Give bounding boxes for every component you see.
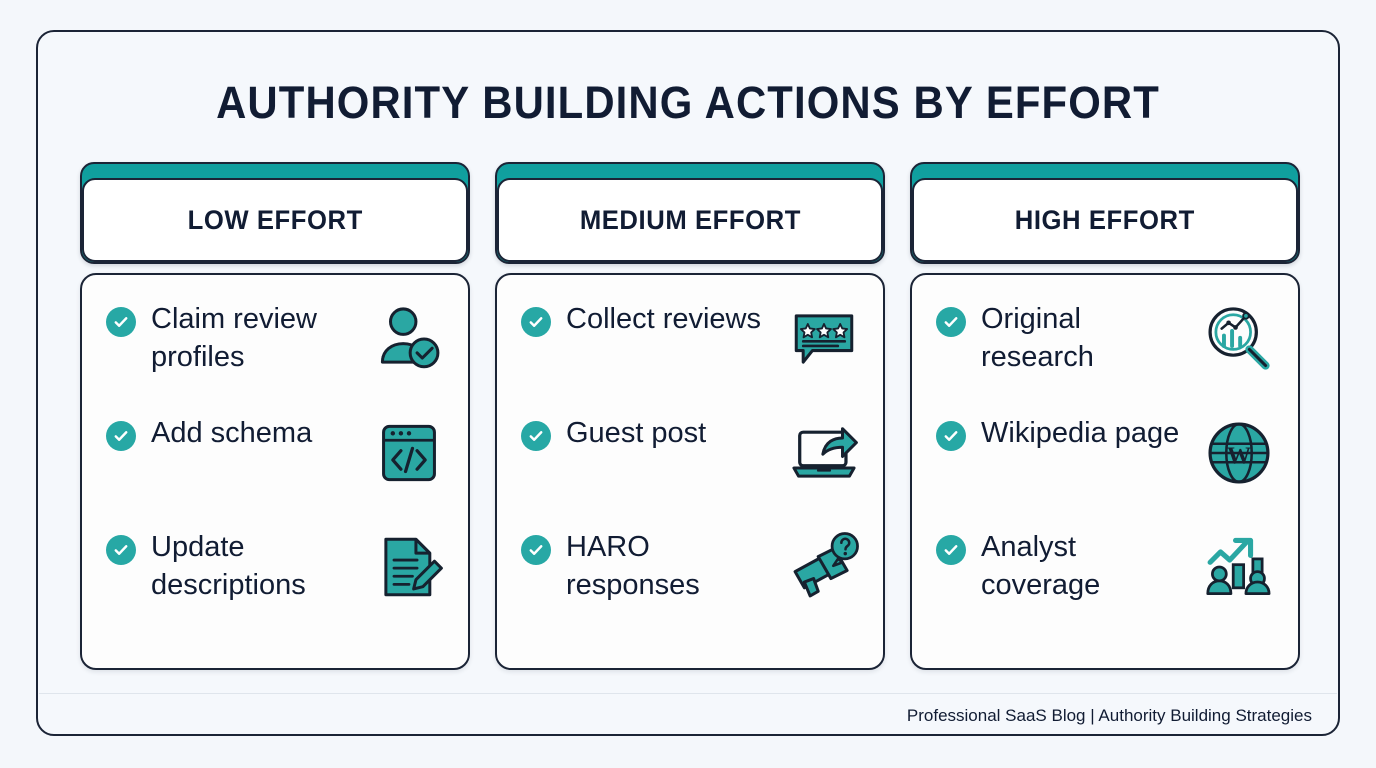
infographic-frame: AUTHORITY BUILDING ACTIONS BY EFFORT LOW… <box>36 30 1340 736</box>
footer-divider <box>39 693 1337 694</box>
svg-text:W: W <box>1227 442 1251 469</box>
column-body-high-effort: Original research <box>910 273 1300 670</box>
column-low-effort: LOW EFFORT Claim review profiles <box>80 162 470 670</box>
document-edit-icon <box>370 529 448 605</box>
list-item[interactable]: HARO responses <box>521 529 863 615</box>
list-item-label: Original research <box>981 303 1094 373</box>
list-item-label: HARO responses <box>566 531 700 601</box>
list-item[interactable]: Guest post <box>521 415 863 501</box>
check-circle-icon <box>521 535 551 565</box>
check-circle-icon <box>521 307 551 337</box>
list-item-label: Wikipedia page <box>981 417 1180 449</box>
review-stars-bubble-icon <box>785 301 863 377</box>
globe-wikipedia-icon: W <box>1200 415 1278 491</box>
magnifier-chart-icon <box>1200 301 1278 377</box>
check-circle-icon <box>936 535 966 565</box>
list-item-label: Guest post <box>566 417 707 449</box>
list-item[interactable]: Claim review profiles <box>106 301 448 387</box>
check-circle-icon <box>106 421 136 451</box>
column-header-high-effort: HIGH EFFORT <box>910 162 1300 264</box>
column-header-low-effort: LOW EFFORT <box>80 162 470 264</box>
column-header-label: MEDIUM EFFORT <box>579 204 801 235</box>
list-item[interactable]: Analyst coverage <box>936 529 1278 615</box>
column-body-medium-effort: Collect reviews <box>495 273 885 670</box>
list-item[interactable]: Add schema <box>106 415 448 501</box>
check-circle-icon <box>106 535 136 565</box>
column-header-plate: HIGH EFFORT <box>912 178 1298 262</box>
effort-columns: LOW EFFORT Claim review profiles <box>80 162 1300 670</box>
column-header-label: LOW EFFORT <box>187 204 363 235</box>
megaphone-question-icon <box>785 529 863 605</box>
column-high-effort: HIGH EFFORT Original research <box>910 162 1300 670</box>
check-circle-icon <box>521 421 551 451</box>
list-item-label: Claim review profiles <box>151 303 317 373</box>
list-item-label: Update descriptions <box>151 531 306 601</box>
column-medium-effort: MEDIUM EFFORT Collect reviews <box>495 162 885 670</box>
growth-people-icon <box>1200 529 1278 605</box>
list-item[interactable]: Wikipedia page W <box>936 415 1278 501</box>
footer-caption: Professional SaaS Blog | Authority Build… <box>906 706 1312 725</box>
code-window-icon <box>370 415 448 491</box>
list-item[interactable]: Original research <box>936 301 1278 387</box>
check-circle-icon <box>936 421 966 451</box>
laptop-share-icon <box>785 415 863 491</box>
list-item[interactable]: Update descriptions <box>106 529 448 615</box>
check-circle-icon <box>106 307 136 337</box>
list-item[interactable]: Collect reviews <box>521 301 863 387</box>
check-circle-icon <box>936 307 966 337</box>
column-body-low-effort: Claim review profiles Add sc <box>80 273 470 670</box>
column-header-plate: MEDIUM EFFORT <box>497 178 883 262</box>
column-header-medium-effort: MEDIUM EFFORT <box>495 162 885 264</box>
list-item-label: Collect reviews <box>566 303 761 335</box>
page-title: AUTHORITY BUILDING ACTIONS BY EFFORT <box>216 77 1160 128</box>
column-header-label: HIGH EFFORT <box>1014 204 1196 235</box>
list-item-label: Add schema <box>151 417 313 449</box>
list-item-label: Analyst coverage <box>981 531 1101 601</box>
user-verified-icon <box>370 301 448 377</box>
column-header-plate: LOW EFFORT <box>82 178 468 262</box>
